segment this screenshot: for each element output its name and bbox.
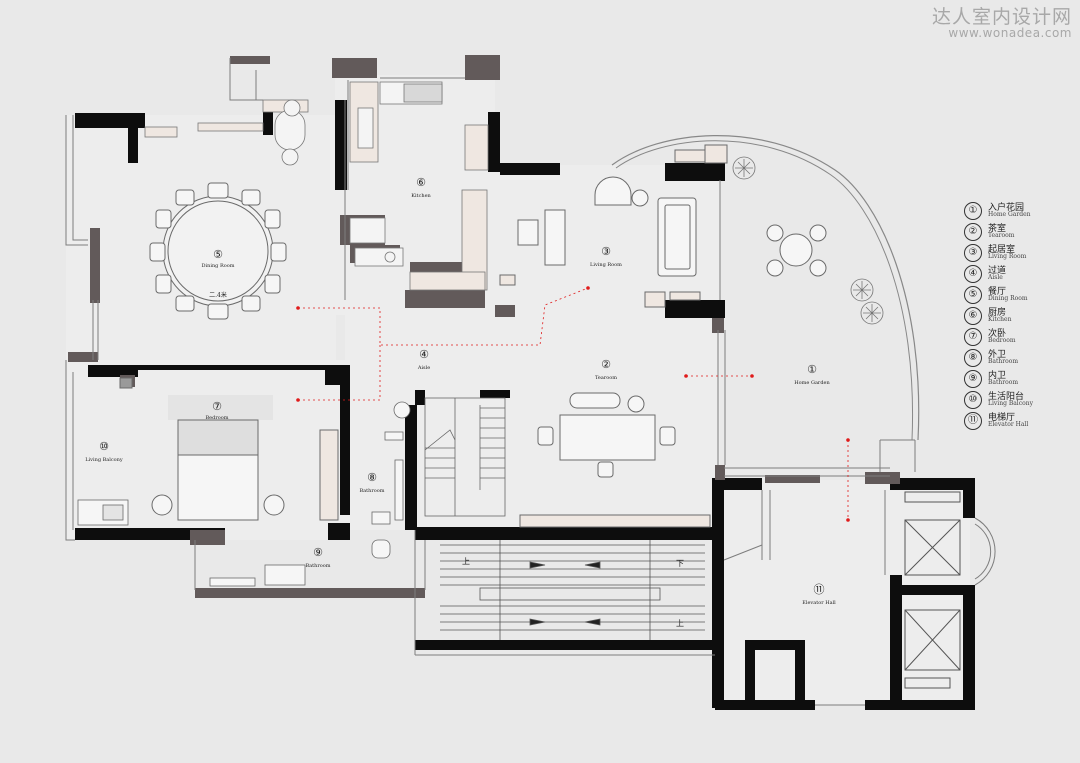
- legend-label-cn: 内卫: [988, 371, 1007, 381]
- staircase: [424, 397, 506, 517]
- room-label-garden: Home Garden: [794, 380, 830, 386]
- elevator-shafts: [904, 491, 961, 689]
- legend-label-en: Living Balcony: [988, 400, 1033, 407]
- room-num-dining: ⑤: [213, 248, 223, 261]
- legend-label-cn: 电梯厅: [988, 413, 1016, 423]
- partitions: [65, 58, 996, 706]
- room-num-living: ③: [601, 245, 611, 258]
- room-num-bath-inner: ⑨: [313, 546, 323, 559]
- legend-label-en: Bathroom: [988, 358, 1019, 365]
- room-label-kitchen: Kitchen: [411, 193, 431, 199]
- dining-table: [149, 182, 287, 320]
- room-markers: ⑤ Dining Room 二.4米 ⑥ Kitchen ③ Living Ro…: [85, 176, 836, 628]
- room-num-balcony: ⑩: [99, 440, 109, 453]
- legend-number: ⑨: [964, 370, 982, 388]
- room-label-tearoom: Tearoom: [595, 375, 617, 381]
- legend-number: ⑦: [964, 328, 982, 346]
- room-label-bath-inner: Bathroom: [305, 563, 330, 569]
- stair-up-label-2: 上: [676, 619, 684, 628]
- legend-number: ⑥: [964, 307, 982, 325]
- legend-label-cn: 过道: [988, 266, 1007, 276]
- legend-label-cn: 外卫: [988, 350, 1007, 360]
- legend-label-en: Home Garden: [988, 211, 1031, 218]
- legend-label-en: Aisle: [988, 274, 1003, 281]
- room-num-garden: ①: [807, 363, 817, 376]
- room-label-living: Living Room: [590, 262, 622, 268]
- living-furniture: [499, 144, 728, 308]
- legend-label-en: Dining Room: [988, 295, 1028, 302]
- room-num-tearoom: ②: [601, 358, 611, 371]
- legend-label-en: Living Room: [988, 253, 1027, 260]
- lower-stairs: [440, 540, 705, 640]
- room-num-aisle: ④: [419, 348, 429, 361]
- legend-number: ③: [964, 244, 982, 262]
- room-label-bedroom: Bedroom: [206, 415, 229, 421]
- watermark-title: 达人室内设计网: [931, 6, 1072, 28]
- tea-table: [519, 392, 711, 528]
- legend-label-cn: 厨房: [988, 308, 1007, 318]
- room-num-bedroom: ⑦: [212, 400, 222, 413]
- legend-number: ④: [964, 265, 982, 283]
- legend-label-cn: 生活阳台: [988, 392, 1025, 402]
- legend-number: ①: [964, 202, 982, 220]
- legend-label-en: Elevator Hall: [988, 421, 1029, 428]
- legend-label-en: Bedroom: [988, 337, 1016, 344]
- legend-label-en: Kitchen: [988, 316, 1012, 323]
- stair-up-label: 上: [462, 557, 470, 566]
- room-num-bath-outer: ⑧: [367, 471, 377, 484]
- room-label-dining: Dining Room: [202, 263, 235, 269]
- kitchen-fittings: [349, 81, 489, 291]
- legend-label-cn: 次卧: [988, 329, 1007, 339]
- garden-furniture: [766, 224, 827, 277]
- watermark-url: www.wonadea.com: [948, 26, 1072, 40]
- legend-number: ⑪: [964, 412, 982, 430]
- circulation-lines: [298, 287, 849, 520]
- legend-label-cn: 餐厅: [988, 287, 1007, 297]
- legend-label-cn: 起居室: [988, 245, 1016, 255]
- legend-label-cn: 入户花园: [988, 203, 1025, 213]
- legend-number: ⑩: [964, 391, 982, 409]
- plants: [732, 156, 884, 325]
- dining-cabinet: [144, 99, 309, 166]
- legend-number: ②: [964, 223, 982, 241]
- room-label-aisle: Aisle: [417, 365, 430, 371]
- room-label-bath-outer: Bathroom: [359, 488, 384, 494]
- room-note-dining: 二.4米: [209, 291, 227, 299]
- bath-fittings: [77, 401, 411, 587]
- room-num-kitchen: ⑥: [416, 176, 426, 189]
- garden-curve-wall: [611, 135, 920, 441]
- circulation-dots: [296, 286, 850, 522]
- garden-curve-inner: [615, 140, 914, 441]
- legend-number: ⑤: [964, 286, 982, 304]
- legend-label-en: Bathroom: [988, 379, 1019, 386]
- room-label-balcony: Living Balcony: [85, 457, 123, 463]
- stair-down-label: 下: [676, 559, 684, 568]
- legend-number: ⑧: [964, 349, 982, 367]
- room-num-elevator: ⑪: [814, 583, 825, 596]
- legend-label-en: Tearoom: [988, 232, 1015, 239]
- room-label-elevator: Elevator Hall: [802, 600, 836, 606]
- walls: [75, 100, 975, 710]
- bed: [119, 377, 339, 521]
- legend-label-cn: 茶室: [988, 224, 1007, 234]
